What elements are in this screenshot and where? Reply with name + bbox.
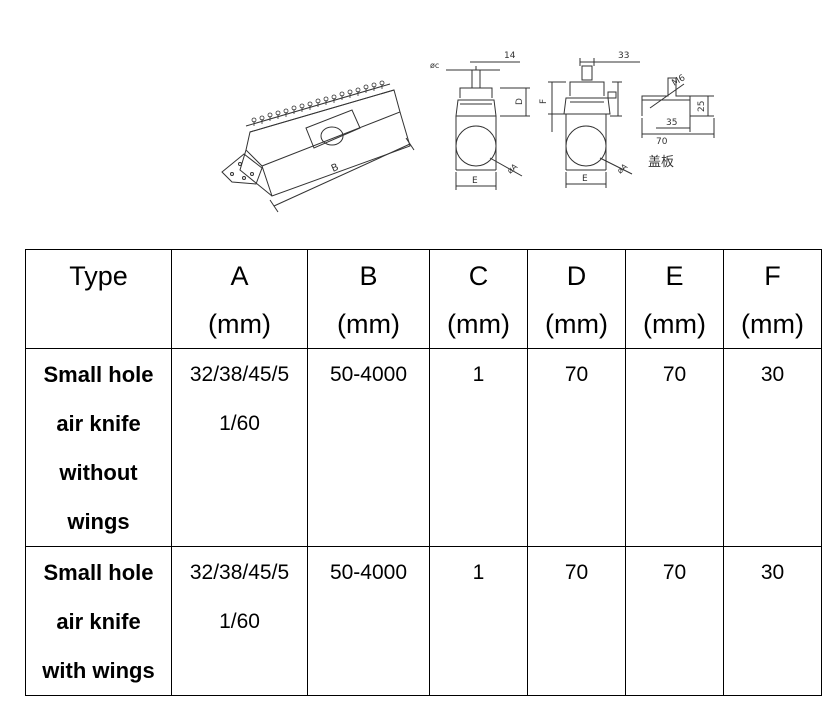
cell-f: 30 [723,348,822,547]
header-b: B (mm) [307,249,430,349]
dim-35-label: 35 [666,118,677,128]
dim-25-label: 25 [697,101,707,112]
spec-table: Type A (mm) B (mm) C (mm) D (mm) E (mm) … [25,249,822,696]
cell-type: Small hole air knife with wings [25,546,172,696]
header-f: F (mm) [723,249,822,349]
cell-type: Small hole air knife without wings [25,348,172,547]
cover-plate-view: M6 25 35 70 盖板 [641,73,715,170]
cell-b: 50-4000 [307,546,430,696]
header-c: C (mm) [429,249,528,349]
cell-a: 32/38/45/5 1/60 [171,348,308,547]
dim-70-label: 70 [656,137,668,147]
cell-c: 1 [429,546,528,696]
dim-33-label: 33 [618,51,629,61]
header-e: E (mm) [625,249,724,349]
cell-e: 70 [625,348,724,547]
dim-c-label: øc [430,61,439,70]
side-section-view: 33 F E [539,51,640,188]
header-type: Type [25,249,172,349]
dim-e-label: E [582,174,588,184]
dim-f-label: F [539,99,549,104]
dim-b-label: B [330,162,341,175]
front-section-view: øc 14 D E øA [430,51,530,190]
cell-b: 50-4000 [307,348,430,547]
isometric-view: B [221,80,415,213]
dim-a-label: øA [616,162,630,176]
header-a: A (mm) [171,249,308,349]
table-header-row: Type A (mm) B (mm) C (mm) D (mm) E (mm) … [25,249,822,349]
header-d: D (mm) [527,249,626,349]
cell-c: 1 [429,348,528,547]
cell-d: 70 [527,546,626,696]
technical-drawing: B øc 14 D [221,51,715,213]
thread-m6-label: M6 [671,73,688,89]
dim-d-label: D [515,98,525,105]
table-row: Small hole air knife without wings 32/38… [25,348,822,547]
cell-e: 70 [625,546,724,696]
cell-a: 32/38/45/5 1/60 [171,546,308,696]
nozzle-row [251,80,385,126]
dim-14-label: 14 [504,51,516,61]
cover-plate-caption: 盖板 [648,155,674,170]
cell-d: 70 [527,348,626,547]
cell-f: 30 [723,546,822,696]
dim-e-label: E [472,176,478,186]
table-row: Small hole air knife with wings 32/38/45… [25,546,822,696]
